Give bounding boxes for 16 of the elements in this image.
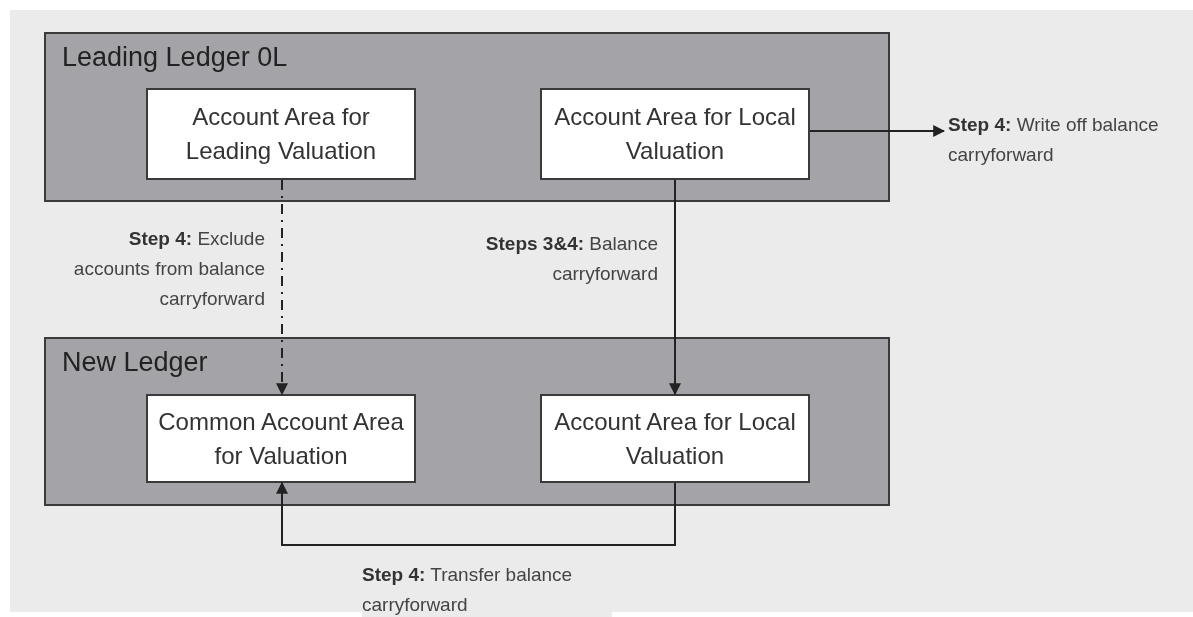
panel-title: Leading Ledger 0L [62, 42, 288, 73]
account-area-box [146, 394, 416, 483]
arrow [276, 179, 288, 396]
arrow [276, 481, 676, 546]
panel-title: New Ledger [62, 347, 208, 378]
ledger-panel [44, 32, 890, 202]
arrow [809, 125, 946, 137]
box-label: Account Area for Leading Valuation [184, 102, 378, 166]
account-area-box [540, 394, 810, 483]
arrow [669, 179, 681, 396]
ledger-panel [44, 337, 890, 506]
account-area-box [540, 88, 810, 180]
box-label: Account Area for Local Valuation [553, 406, 797, 471]
account-area-box [146, 88, 416, 180]
box-label: Account Area for Local Valuation [553, 102, 797, 166]
box-label: Common Account Area for Valuation [157, 406, 405, 471]
